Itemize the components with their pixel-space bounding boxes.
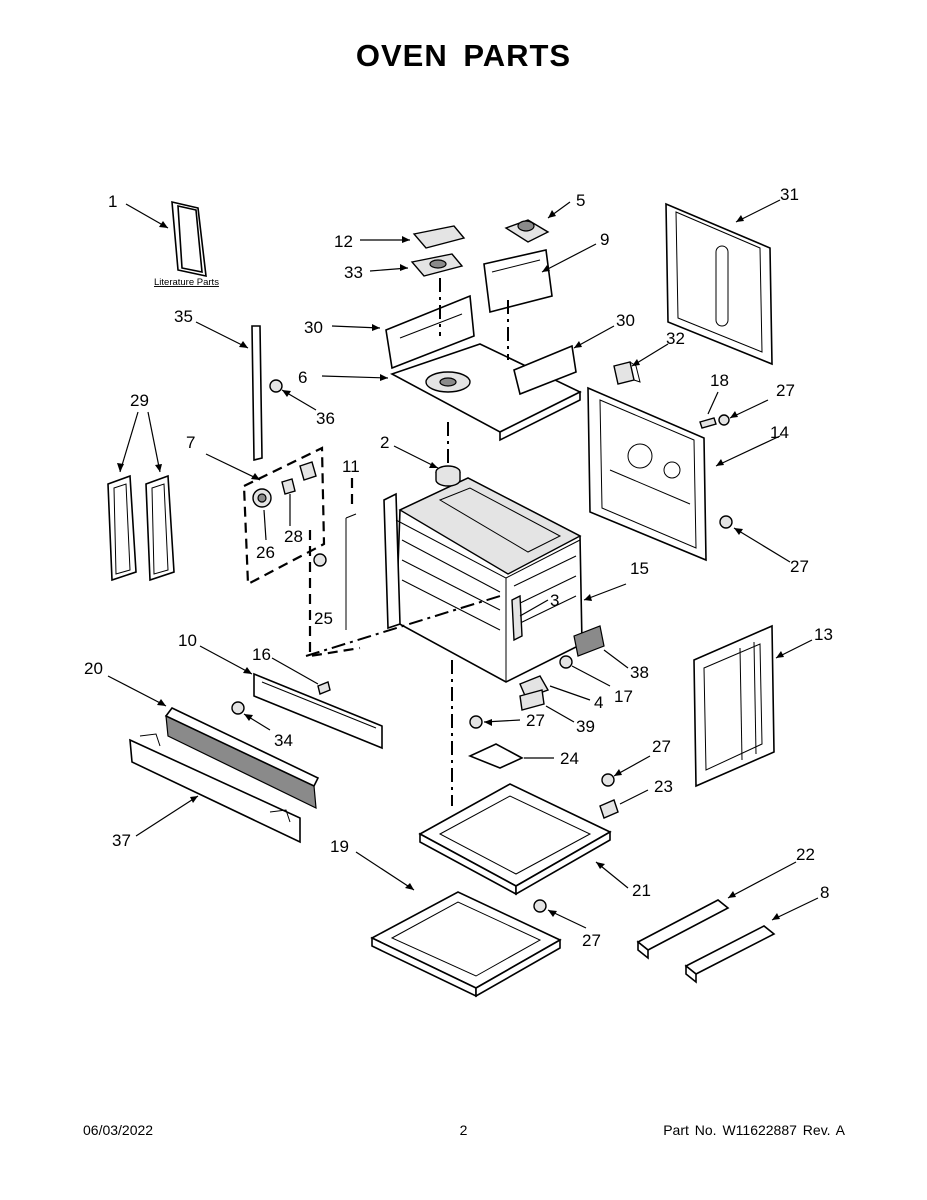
callout-16: 16 (252, 645, 271, 664)
callout-6: 6 (298, 368, 307, 387)
part-probe (308, 478, 361, 658)
callout-21: 21 (632, 881, 651, 900)
callout-12: 12 (334, 232, 353, 251)
callout-24: 24 (560, 749, 579, 768)
part-right-side-components (451, 583, 629, 806)
part-top-plate (321, 343, 582, 442)
part-top-components (360, 201, 597, 360)
callout-28: 28 (284, 527, 303, 546)
callout-37: 37 (112, 831, 131, 850)
part-back-panel (665, 199, 781, 366)
callout-36: 36 (316, 409, 335, 428)
callout-27d: 27 (652, 737, 671, 756)
callout-27b: 27 (790, 557, 809, 576)
callout-17: 17 (614, 687, 633, 706)
part-floor-panel (355, 851, 587, 998)
callout-2: 2 (380, 433, 389, 452)
callout-34: 34 (274, 731, 293, 750)
part-front-vent (107, 675, 320, 844)
callout-20: 20 (84, 659, 103, 678)
part-rails (636, 861, 819, 984)
callout-10: 10 (178, 631, 197, 650)
callout-23: 23 (654, 777, 673, 796)
callout-1: 1 (108, 192, 117, 211)
part-vent-trim (199, 645, 383, 750)
callout-30a: 30 (304, 318, 323, 337)
part-bottom-frame (418, 783, 629, 896)
part-side-insulation-panels (107, 411, 175, 582)
callout-3: 3 (550, 591, 559, 610)
callout-30b: 30 (616, 311, 635, 330)
part-junction-box (613, 343, 669, 385)
part-knob-group (205, 446, 326, 586)
callout-8: 8 (820, 883, 829, 902)
part-brackets (331, 294, 615, 396)
footer-date: 06/03/2022 (83, 1122, 154, 1138)
callout-33: 33 (344, 263, 363, 282)
callout-39: 39 (576, 717, 595, 736)
callout-7: 7 (186, 433, 195, 452)
part-clip-23 (599, 755, 651, 819)
callout-19: 19 (330, 837, 349, 856)
callout-14: 14 (770, 423, 789, 442)
callout-38: 38 (630, 663, 649, 682)
literature-parts-label: Literature Parts (154, 277, 219, 288)
callout-9: 9 (600, 230, 609, 249)
callout-11: 11 (342, 457, 360, 476)
callout-27a: 27 (776, 381, 795, 400)
callout-18: 18 (710, 371, 729, 390)
callout-22: 22 (796, 845, 815, 864)
callout-13: 13 (814, 625, 833, 644)
part-right-side-panel (693, 624, 813, 788)
part-bracket-24 (467, 715, 554, 769)
callout-5: 5 (576, 191, 585, 210)
callout-4: 4 (594, 693, 603, 712)
callout-labels: 1 2 3 4 5 6 7 8 9 10 11 12 13 14 15 16 1… (84, 185, 833, 950)
part-literature: Literature Parts (125, 200, 219, 288)
callout-27e: 27 (582, 931, 601, 950)
page-title: OVEN PARTS (355, 38, 572, 73)
part-vertical-strip (195, 321, 317, 462)
callout-15: 15 (630, 559, 649, 578)
footer-part-number: Part No. W11622887 Rev. A (663, 1122, 845, 1138)
callout-26: 26 (256, 543, 275, 562)
footer-page-number: 2 (459, 1122, 468, 1138)
part-oven-cavity (305, 477, 583, 683)
callout-32: 32 (666, 329, 685, 348)
part-fan (393, 422, 461, 487)
callout-29: 29 (130, 391, 149, 410)
callout-25: 25 (314, 609, 333, 628)
callout-31: 31 (780, 185, 799, 204)
callout-35: 35 (174, 307, 193, 326)
part-rear-frame (587, 386, 791, 563)
callout-27c: 27 (526, 711, 545, 730)
